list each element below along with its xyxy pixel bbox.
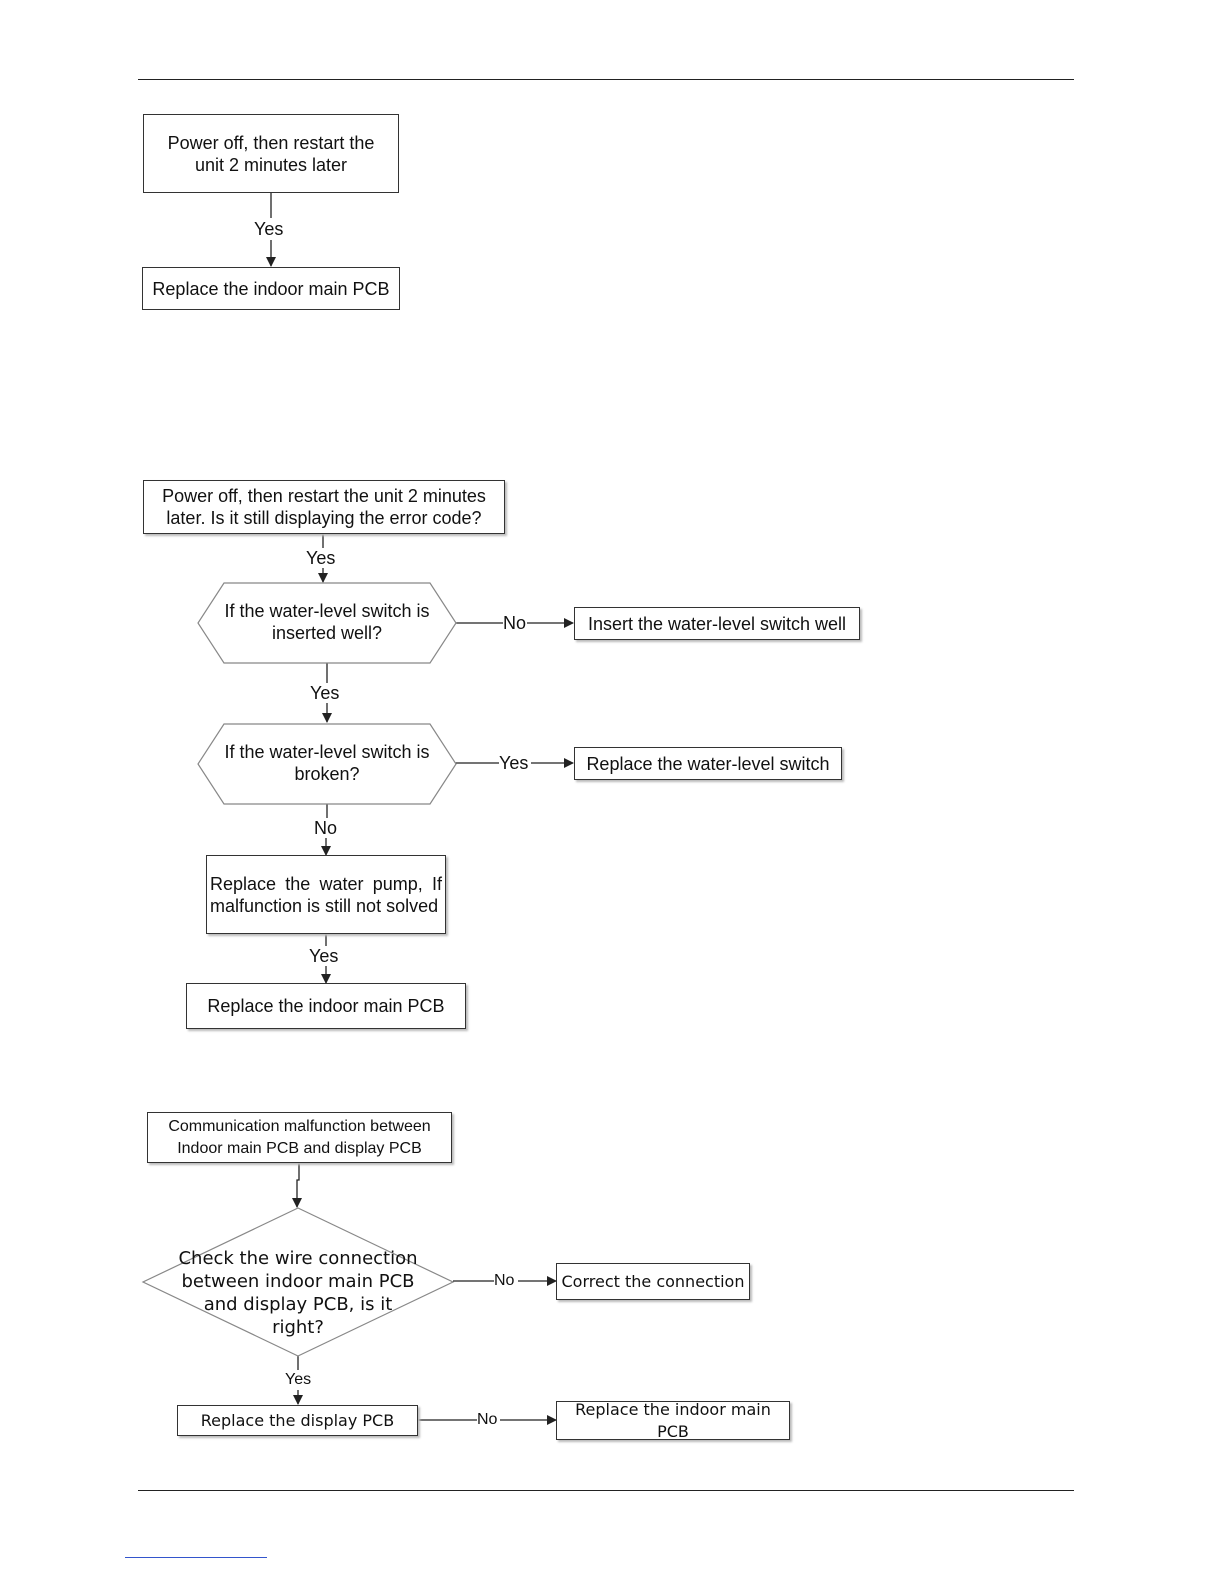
- flow3-q1-text: Check the wire connection between indoor…: [178, 1248, 418, 1338]
- flow2-end-text: Replace the indoor main PCB: [207, 996, 445, 1016]
- flow3-no1-label: No: [494, 1271, 515, 1291]
- arrow: [292, 1163, 302, 1208]
- flow3-start-box: Communication malfunction between Indoor…: [147, 1112, 452, 1163]
- footer-link-underline: [125, 1557, 267, 1558]
- decision-diamond: [141, 1207, 455, 1357]
- flow2-q2-text: If the water-level switch is broken?: [224, 742, 430, 784]
- flow2-a2-text: Replace the water-level switch: [586, 753, 830, 774]
- flow2-yes1-label: Yes: [306, 548, 336, 568]
- header-rule: [138, 79, 1074, 80]
- flow2-no1-label: No: [503, 613, 527, 633]
- flow2-q1-text: If the water-level switch is inserted we…: [224, 601, 430, 643]
- flow2-end-box: Replace the indoor main PCB: [186, 983, 466, 1029]
- decision-hexagon: [197, 582, 457, 664]
- flow3-no2-label: No: [477, 1410, 498, 1430]
- flow2-a2-box: Replace the water-level switch: [574, 747, 842, 780]
- flow3-step-text: Replace the display PCB: [200, 1410, 395, 1430]
- decision-hexagon: [197, 723, 457, 805]
- flow2-no2-label: No: [314, 818, 338, 838]
- flow2-step-box: Replace the water pump, If malfunction i…: [206, 855, 446, 934]
- flow3-end-text: Replace the indoor main PCB: [575, 1399, 771, 1441]
- flow3-step-box: Replace the display PCB: [177, 1405, 418, 1436]
- flow3-a1-text: Correct the connection: [561, 1271, 745, 1291]
- flow3-a1-box: Correct the connection: [556, 1263, 750, 1300]
- flow2-yes4-label: Yes: [309, 946, 339, 966]
- flow2-a1-box: Insert the water-level switch well: [574, 607, 860, 640]
- flow1-start-text: Power off, then restart the unit 2 minut…: [167, 132, 375, 175]
- flow2-step-text: Replace the water pump, If malfunction i…: [210, 873, 442, 916]
- flow1-end-text: Replace the indoor main PCB: [152, 278, 390, 299]
- flow2-yes3-label: Yes: [499, 753, 529, 773]
- flow2-start-box: Power off, then restart the unit 2 minut…: [143, 480, 505, 534]
- footer-rule: [138, 1490, 1074, 1491]
- flow1-yes-label: Yes: [254, 219, 284, 239]
- flow3-start-text: Communication malfunction between Indoor…: [168, 1117, 431, 1157]
- flow3-yes1-label: Yes: [285, 1370, 312, 1390]
- flow1-start-box: Power off, then restart the unit 2 minut…: [143, 114, 399, 193]
- flow2-start-text: Power off, then restart the unit 2 minut…: [162, 486, 486, 528]
- flow2-yes2-label: Yes: [310, 683, 340, 703]
- flow1-end-box: Replace the indoor main PCB: [142, 267, 400, 310]
- flow2-a1-text: Insert the water-level switch well: [587, 613, 847, 634]
- flow3-end-box: Replace the indoor main PCB: [556, 1399, 790, 1441]
